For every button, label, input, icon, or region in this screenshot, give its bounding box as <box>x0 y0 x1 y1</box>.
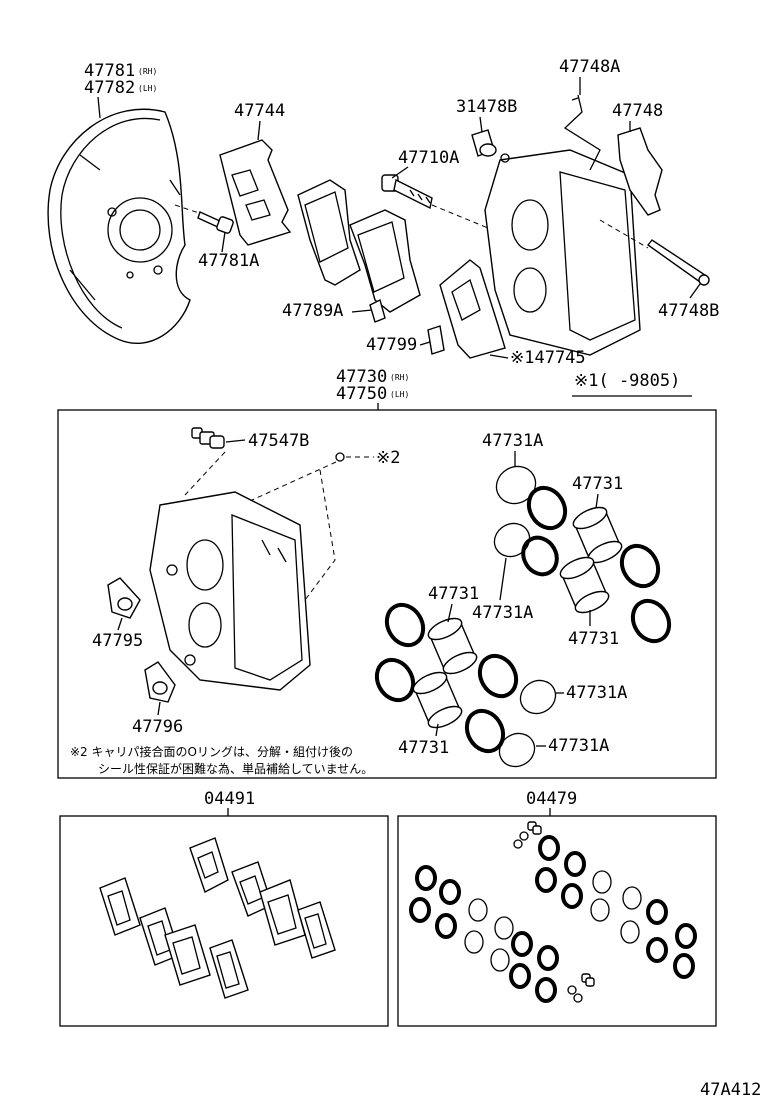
leader-pad-support <box>257 120 261 141</box>
leader-pin <box>599 219 649 249</box>
label-shield-lh: 47782 <box>84 78 135 98</box>
label-piston-3: 47731 <box>568 629 619 649</box>
label-piston-4: 47731 <box>398 738 449 758</box>
bolt-47710a <box>381 174 433 210</box>
label-bolt: 47710A <box>398 148 459 168</box>
bushing-31478b <box>471 129 497 157</box>
cap-47795 <box>107 577 141 619</box>
label-bolt-b: 47781A <box>198 251 259 271</box>
pin-47748b <box>646 239 710 286</box>
label-seal-a-4: 47731A <box>548 736 609 756</box>
label-cyl-lh: 47750 <box>336 384 387 404</box>
label-oring-mark: ※2 <box>376 448 400 468</box>
leader-bleeder-dash <box>184 451 226 496</box>
note-line-1: ※2 キャリパ接合面のOリングは、分解・組付け後の <box>70 744 353 759</box>
label-kit-cyl: 04479 <box>526 789 577 809</box>
label-pad: 47789A <box>282 301 343 321</box>
pad-kit-box <box>59 815 389 1027</box>
cylinder-kit-parts <box>409 821 697 1003</box>
leader-seal-a-2 <box>499 557 507 601</box>
leader-bolt-label <box>391 166 409 179</box>
pad-kit-parts <box>99 837 336 999</box>
label-seal-a-2: 47731A <box>472 603 533 623</box>
label-spring: 47748 <box>612 101 663 121</box>
label-cyl-rh-tag: (RH) <box>390 373 409 382</box>
label-piston-2: 47731 <box>428 584 479 604</box>
brake-pad-inner <box>349 209 421 313</box>
cap-47796 <box>144 661 176 703</box>
label-cyl-rh: 47730 <box>336 367 387 387</box>
label-cap-2: 47796 <box>132 717 183 737</box>
leader-shim <box>489 354 509 359</box>
anti-squeal-shim <box>439 259 506 359</box>
pad-support-plate <box>219 139 292 246</box>
brake-pad-outer <box>297 179 361 286</box>
label-seal-a-3: 47731A <box>566 683 627 703</box>
label-bleeder: 47547B <box>248 431 309 451</box>
seal-ring-group <box>374 465 672 768</box>
note-line-2: シール性保証が困難な為、単品補給していません。 <box>98 761 373 776</box>
leader-bleeder <box>225 439 246 443</box>
oring <box>335 452 345 462</box>
label-seal-a-1: 47731A <box>482 431 543 451</box>
small-clip <box>427 325 445 355</box>
label-bushing: 31478B <box>456 97 517 117</box>
label-shim: ※147745 <box>510 348 586 368</box>
label-cap-1: 47795 <box>92 631 143 651</box>
leader-shield <box>97 96 101 119</box>
label-pad-support: 47744 <box>234 101 285 121</box>
caliper-body <box>149 491 311 691</box>
leader-piston-2 <box>447 603 453 623</box>
label-lh-tag: (LH) <box>138 84 157 93</box>
leader-cap-2 <box>157 701 161 716</box>
spring-47748a <box>563 94 601 171</box>
leader-piston-4 <box>435 723 439 737</box>
label-pin: 47748B <box>658 301 719 321</box>
label-shield-rh: 47781 <box>84 61 135 81</box>
leader-cap-1 <box>117 617 123 631</box>
leader-pin-label <box>689 283 701 299</box>
label-kit-pad: 04491 <box>204 789 255 809</box>
label-rh-tag: (RH) <box>138 67 157 76</box>
leader-pad <box>351 309 373 313</box>
cylinder-box <box>57 409 717 779</box>
figure-code: 47A412 <box>700 1080 760 1100</box>
leader-clip <box>419 341 431 346</box>
bleeder-plug <box>191 427 225 449</box>
label-clip: 47799 <box>366 335 417 355</box>
label-cyl-lh-tag: (LH) <box>390 390 409 399</box>
label-date-note: ※1( -9805) <box>574 371 680 391</box>
bolt-47781a <box>197 211 234 234</box>
cylinder-kit-box <box>397 815 717 1027</box>
label-spring-a: 47748A <box>559 57 620 77</box>
spring-47748 <box>617 127 663 216</box>
caliper-assembly <box>484 149 641 356</box>
label-piston-1: 47731 <box>572 474 623 494</box>
leader-piston-1 <box>595 493 599 509</box>
leader-bolt-b <box>221 231 226 253</box>
leader-bushing <box>479 116 483 133</box>
oring-dash-lines <box>229 461 337 601</box>
pad-clip <box>369 298 386 323</box>
dust-shield <box>47 108 191 345</box>
piston-group <box>412 506 623 729</box>
